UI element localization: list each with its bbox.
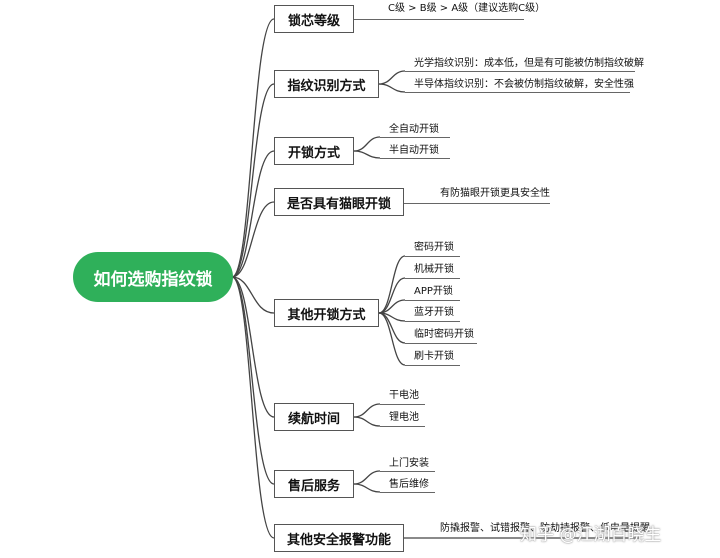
connector-root-branch-2 <box>231 150 275 278</box>
branch-fingerprint-method: 指纹识别方式 <box>274 70 379 98</box>
connector-leaf-3-0 <box>353 403 381 418</box>
branch-after-sales: 售后服务 <box>274 470 354 498</box>
leaf-peephole-unlock-1: 有防猫眼开锁更具安全性 <box>440 188 550 199</box>
leaf-other-alarm-1: 防撬报警、试错报警、防劫持报警、低电量提醒 <box>440 523 650 534</box>
branch-battery-life: 续航时间 <box>274 403 354 431</box>
watermark: 知乎 @江湖百晓生 <box>520 525 662 545</box>
leaf-lock-core-grade-1: C级 > B级 > A级（建议选购C级） <box>388 3 546 14</box>
leaf-other-unlock-3: APP开锁 <box>414 286 453 297</box>
connector-leaf-2-0 <box>378 255 406 314</box>
connector-leaf-2-1 <box>378 277 406 314</box>
connector-leaf-4-1 <box>353 483 381 493</box>
connector-leaf-4-0 <box>353 470 381 485</box>
branch-other-alarm: 其他安全报警功能 <box>274 524 404 552</box>
leaf-fingerprint-method-2: 半导体指纹识别：不会被仿制指纹破解，安全性强 <box>414 79 634 90</box>
connector-leaf-1-0 <box>353 136 381 152</box>
leaf-other-unlock-1: 密码开锁 <box>414 242 454 253</box>
connector-leaf-3-1 <box>353 416 381 427</box>
connector-root-branch-4 <box>231 276 275 314</box>
leaf-other-unlock-2: 机械开锁 <box>414 264 454 275</box>
leaf-other-unlock-5: 临时密码开锁 <box>414 329 474 340</box>
leaf-after-sales-1: 上门安装 <box>389 458 429 469</box>
branch-other-unlock: 其他开锁方式 <box>274 299 379 327</box>
leaf-after-sales-2: 售后维修 <box>389 479 429 490</box>
leaf-other-unlock-6: 刷卡开锁 <box>414 351 454 362</box>
connector-leaf-0-1 <box>378 83 406 93</box>
connector-root-branch-6 <box>231 276 275 485</box>
root-node: 如何选购指纹锁 <box>73 252 233 302</box>
connector-leaf-1-1 <box>353 150 381 159</box>
leaf-other-unlock-4: 蓝牙开锁 <box>414 307 454 318</box>
leaf-battery-life-1: 干电池 <box>389 390 419 401</box>
connector-root-branch-1 <box>231 83 275 278</box>
leaf-unlock-method-1: 全自动开锁 <box>389 124 439 135</box>
branch-peephole-unlock: 是否具有猫眼开锁 <box>274 188 404 216</box>
connector-leaf-0-0 <box>378 70 406 85</box>
branch-lock-core-grade: 锁芯等级 <box>274 5 354 33</box>
connector-root-branch-3 <box>231 201 275 278</box>
connector-root-branch-7 <box>231 276 275 539</box>
connector-root-branch-0 <box>231 18 275 278</box>
branch-unlock-method: 开锁方式 <box>274 137 354 165</box>
leaf-battery-life-2: 锂电池 <box>389 412 419 423</box>
leaf-unlock-method-2: 半自动开锁 <box>389 145 439 156</box>
connector-leaf-2-5 <box>378 312 406 366</box>
leaf-fingerprint-method-1: 光学指纹识别：成本低，但是有可能被仿制指纹破解 <box>414 58 644 69</box>
connector-root-branch-5 <box>231 276 275 418</box>
